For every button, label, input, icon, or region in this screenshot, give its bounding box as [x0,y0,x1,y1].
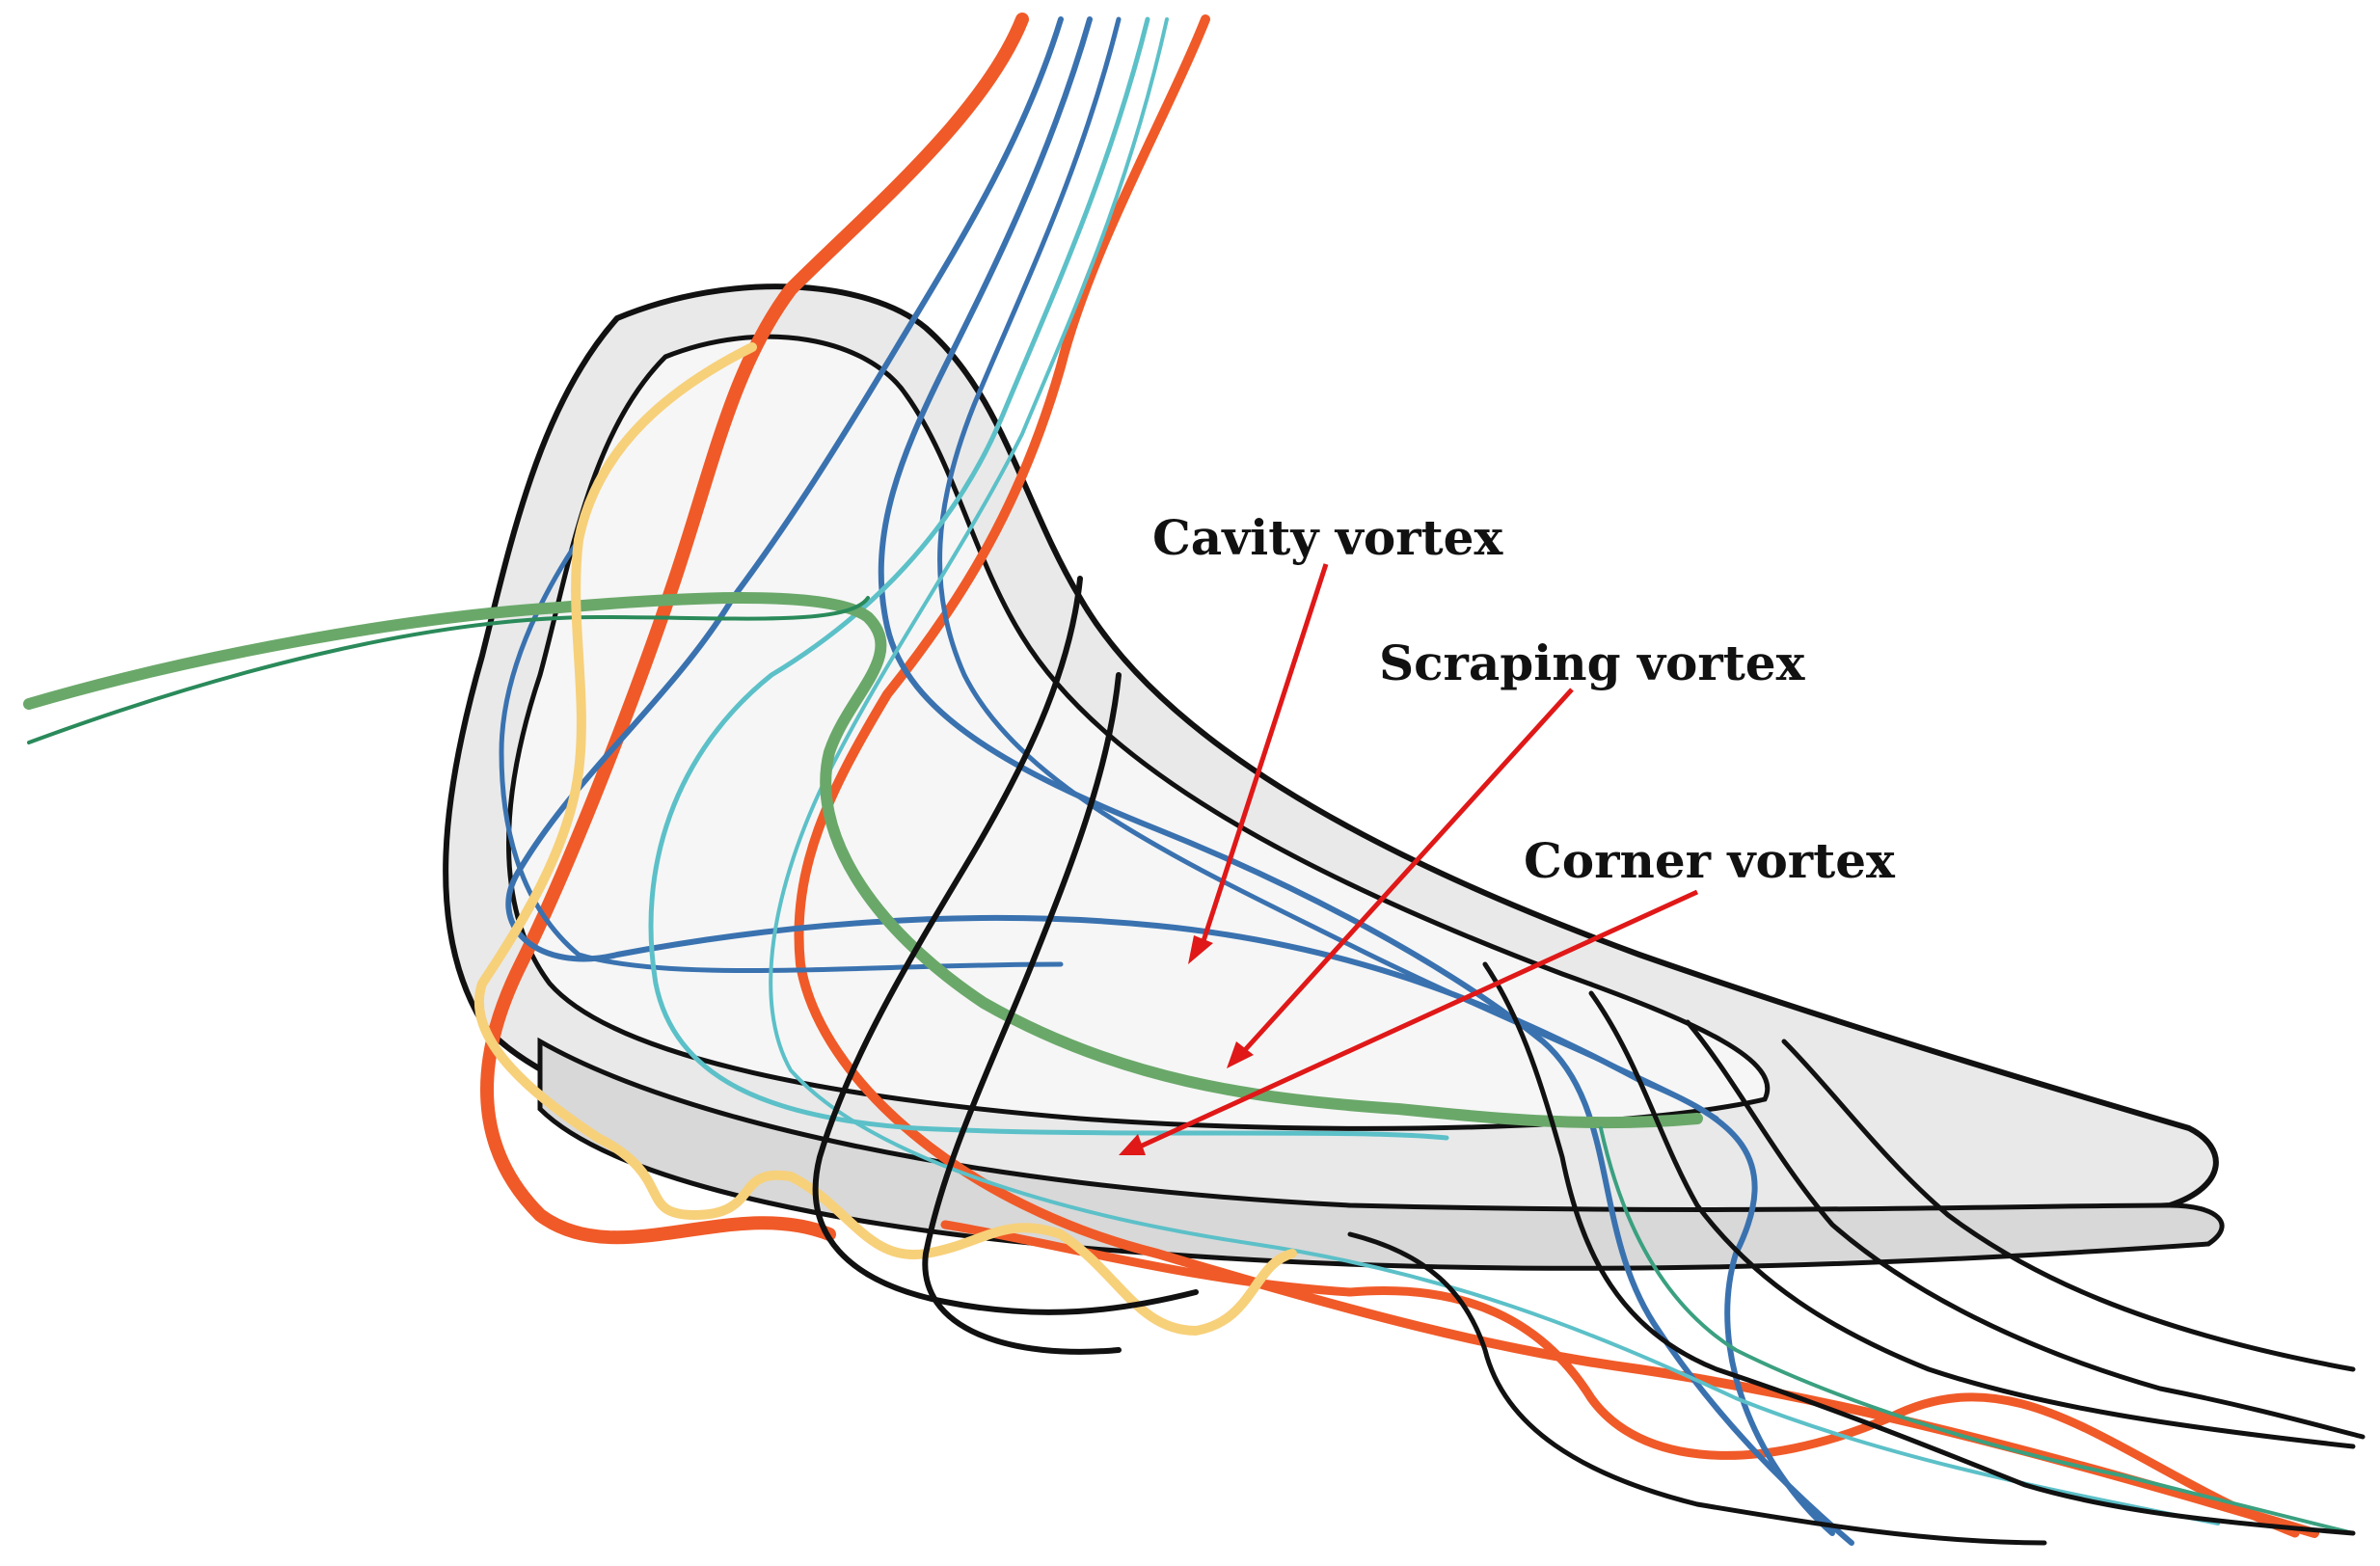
scraping-vortex-arrow [1242,688,1574,1053]
streamline-orange [480,13,1029,1245]
cavity-vortex-arrow [1198,563,1329,951]
cavity-vortex-label: Cavity vortex [1152,509,1503,566]
streamlines [23,13,2366,1546]
streamline-yellow [473,342,1297,1336]
streamline-teal [648,16,1449,1141]
cavity-vortex-arrowhead [1188,935,1213,964]
blade-body [443,284,2225,1271]
streamline-blue [878,16,1854,1546]
streamline-blue [499,537,1064,974]
streamline-blue [505,16,1835,1536]
corner-vortex-label: Corner vortex [1524,832,1896,889]
streamline-orange [794,14,2319,1538]
scraping-vortex-label: Scraping vortex [1379,634,1806,691]
annotation-arrows [1119,563,1699,1155]
streamline-green [23,592,1703,1129]
streamline-black [1588,990,2356,1449]
corner-vortex-arrowhead [1119,1134,1146,1155]
scraping-vortex-arrowhead [1227,1041,1254,1068]
streamline-blue [937,16,1719,1121]
streamline-green [27,596,870,744]
blade-lower-surface [537,1037,2225,1271]
streamline-green [1599,1126,2355,1535]
streamline-black [922,672,1122,1355]
streamline-black [1781,1039,2356,1372]
corner-vortex-arrow [1136,889,1699,1150]
streamline-teal [769,17,2220,1526]
streamline-black [1482,961,2356,1536]
annotation-labels: Cavity vortex Scraping vortex Corner vor… [1152,509,1896,889]
streamline-black [1347,1231,2047,1546]
streamline-black [812,576,1199,1315]
streamline-black [1685,1019,2366,1440]
streamline-orange [940,1220,2300,1538]
